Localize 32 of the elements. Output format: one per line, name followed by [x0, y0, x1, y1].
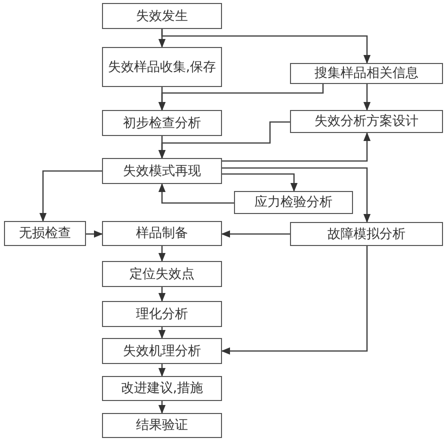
arrow — [221, 230, 290, 238]
arrow — [158, 183, 234, 204]
process-box: 失效样品收集,保存 — [102, 47, 222, 87]
process-box: 样品制备 — [102, 221, 222, 246]
process-box: 失效分析方案设计 — [290, 110, 443, 133]
arrow — [158, 121, 290, 159]
arrow — [158, 327, 166, 339]
process-box: 失效发生 — [102, 3, 222, 29]
process-box: 无损检查 — [4, 221, 86, 246]
process-box: 理化分析 — [102, 301, 222, 327]
arrow — [158, 401, 166, 414]
process-box: 结果验证 — [102, 413, 222, 438]
arrow — [158, 364, 166, 377]
arrow — [158, 84, 324, 111]
process-box: 初步检查分析 — [102, 110, 222, 136]
process-box: 定位失效点 — [102, 261, 222, 287]
process-box: 失效模式再现 — [102, 158, 222, 184]
arrow — [86, 230, 103, 238]
process-box: 搜集样品相关信息 — [290, 63, 443, 84]
process-box: 失效机理分析 — [102, 338, 222, 364]
arrow — [161, 29, 371, 64]
arrow — [222, 132, 371, 162]
arrow — [363, 84, 371, 111]
process-box: 故障模拟分析 — [290, 222, 443, 246]
process-box: 改进建议,措施 — [102, 376, 222, 401]
arrow — [158, 287, 166, 302]
arrow — [158, 246, 166, 262]
arrow — [222, 167, 371, 223]
arrow — [39, 170, 102, 222]
arrow — [221, 246, 368, 355]
process-box: 应力检验分析 — [234, 191, 353, 214]
arrow — [222, 173, 298, 192]
